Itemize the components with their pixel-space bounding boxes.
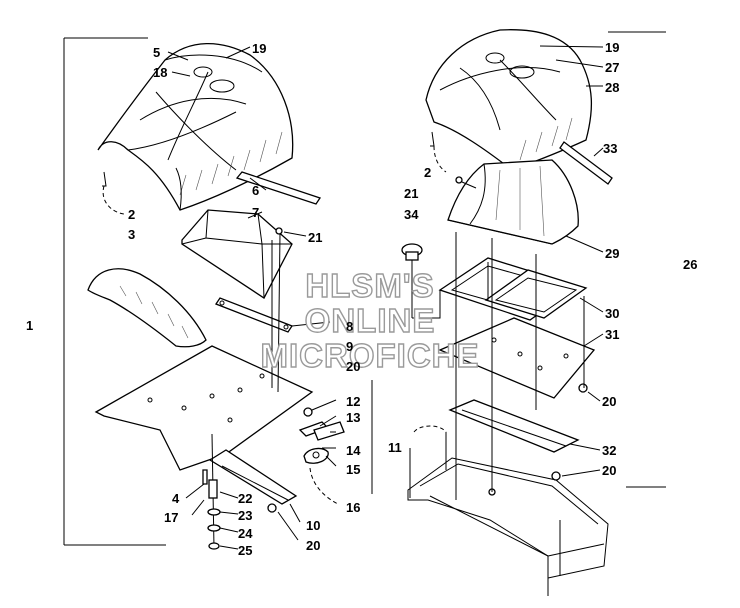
callout-33: 33 — [603, 141, 617, 156]
callout-31: 31 — [605, 327, 619, 342]
callout-20-right-lower: 20 — [602, 463, 616, 478]
callout-15: 15 — [346, 462, 360, 477]
callout-14: 14 — [346, 443, 361, 458]
machine-frame — [407, 425, 609, 596]
callout-13: 13 — [346, 410, 360, 425]
callout-22: 22 — [238, 491, 252, 506]
watermark-line-1: HLSM'S — [305, 267, 434, 304]
base-plate-right — [438, 317, 596, 399]
strap-left — [235, 171, 322, 205]
seat-cover-right — [425, 29, 593, 171]
frame-30 — [438, 257, 588, 321]
watermark: HLSM'S ONLINE MICROFICHE — [260, 266, 480, 374]
callout-8: 8 — [346, 319, 353, 334]
callout-2-upper: 2 — [128, 207, 135, 222]
watermark-line-2: ONLINE — [305, 302, 436, 339]
callout-16: 16 — [346, 500, 360, 515]
callout-23: 23 — [238, 508, 252, 523]
bracket-left — [215, 297, 293, 333]
latch-hardware — [298, 380, 373, 494]
callout-30: 30 — [605, 306, 619, 321]
leader-lines-left — [102, 46, 339, 550]
watermark-line-3: MICROFICHE — [261, 337, 480, 374]
strap-right — [559, 141, 613, 185]
seat-cover-left — [97, 42, 294, 211]
callout-26: 26 — [683, 257, 697, 272]
callout-20-right-upper: 20 — [602, 394, 616, 409]
callout-21-right: 21 — [404, 186, 418, 201]
small-fasteners-right — [430, 131, 588, 496]
callout-11: 11 — [388, 440, 402, 455]
callout-2-right: 2 — [424, 165, 431, 180]
rail-left — [208, 449, 298, 505]
callout-29: 29 — [605, 246, 619, 261]
callout-20-left-upper: 20 — [346, 359, 360, 374]
callout-5: 5 — [153, 45, 160, 60]
callout-25: 25 — [238, 543, 252, 558]
callout-20-left-lower: 20 — [306, 538, 320, 553]
group-bracket-left — [63, 37, 166, 546]
callout-3: 3 — [128, 227, 135, 242]
callout-21-left: 21 — [308, 230, 322, 245]
callout-19-right: 19 — [605, 40, 619, 55]
callout-32: 32 — [602, 443, 616, 458]
callout-19-left: 19 — [252, 41, 266, 56]
callout-4: 4 — [172, 491, 180, 506]
callout-labels: 1 2 2 3 4 5 6 7 8 9 10 11 12 13 14 15 16… — [26, 40, 697, 558]
callout-6: 6 — [252, 183, 259, 198]
callout-28: 28 — [605, 80, 619, 95]
callout-27: 27 — [605, 60, 619, 75]
callout-12: 12 — [346, 394, 360, 409]
cushion — [447, 159, 579, 245]
leader-lines-right — [433, 45, 604, 500]
callout-34: 34 — [404, 207, 419, 222]
rail-right — [448, 399, 580, 453]
group-bracket-right — [608, 31, 666, 488]
callout-10: 10 — [306, 518, 320, 533]
console-box — [181, 209, 293, 299]
callout-18: 18 — [153, 65, 167, 80]
small-fasteners-left — [102, 171, 283, 235]
base-plate-left — [94, 345, 314, 471]
callout-17: 17 — [164, 510, 178, 525]
callout-7: 7 — [252, 205, 259, 220]
callout-24: 24 — [238, 526, 253, 541]
callout-9: 9 — [346, 339, 353, 354]
callout-1: 1 — [26, 318, 33, 333]
knob-34 — [401, 243, 441, 319]
trim-piece-left — [87, 268, 207, 348]
